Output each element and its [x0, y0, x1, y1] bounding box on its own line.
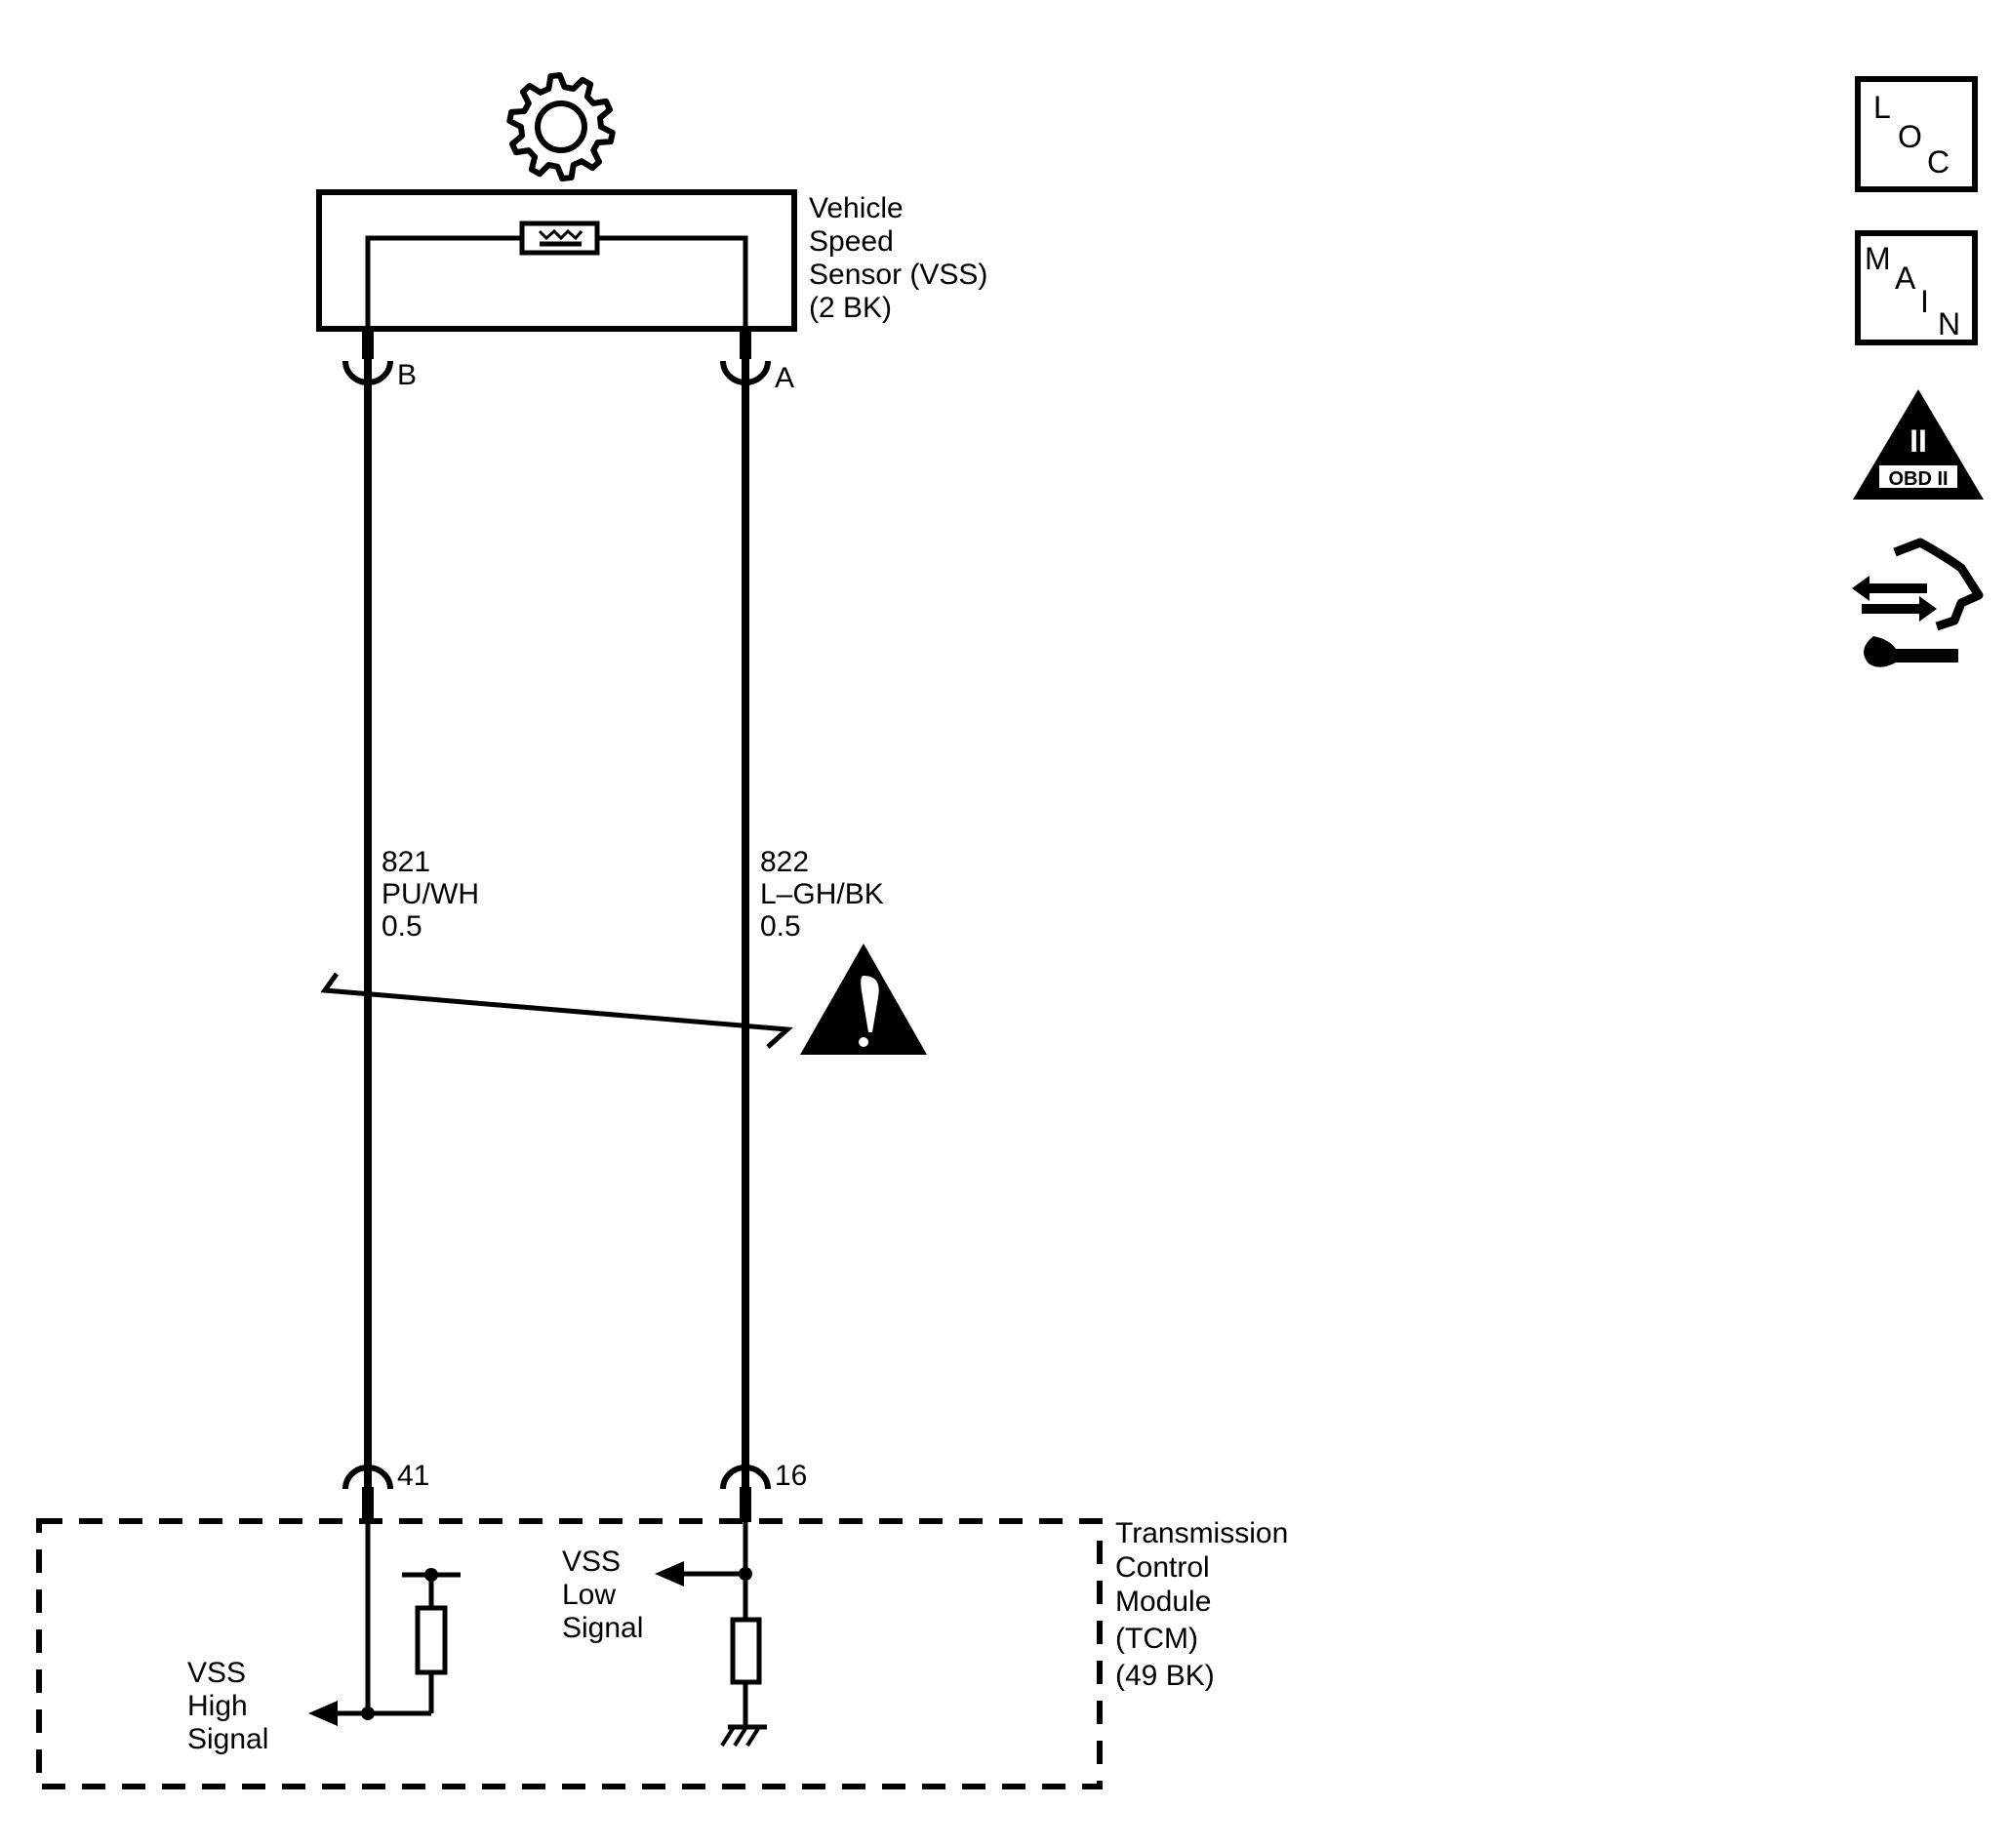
arrow-left-icon: [655, 1561, 684, 1587]
vehicle-speed-sensor: [316, 189, 797, 332]
svg-text:OBD II: OBD II: [1888, 468, 1948, 490]
ground-icon: [720, 1724, 767, 1748]
svg-text:L: L: [1873, 90, 1891, 125]
sensor-name: Vehicle Speed Sensor (VSS) (2 BK): [809, 192, 996, 324]
svg-text:M: M: [1865, 241, 1891, 276]
arrows-and-wrench-icon[interactable]: [1852, 538, 1984, 667]
loc-icon[interactable]: L O C: [1855, 76, 1978, 192]
vss-low-signal-circuit: [655, 1522, 767, 1748]
wire-822-label: 822 L–GH/BK 0.5: [760, 846, 892, 943]
pin-label-41: 41: [397, 1460, 429, 1492]
twisted-pair-indicator: [320, 972, 793, 1049]
pullup-resistor: [415, 1605, 448, 1675]
vss-low-signal-label: VSS Low Signal: [562, 1546, 643, 1644]
pin-label-b: B: [397, 359, 417, 391]
wire-821-label: 821 PU/WH 0.5: [382, 846, 487, 943]
pin-label-a: A: [775, 362, 794, 394]
svg-text:A: A: [1895, 261, 1916, 296]
arrow-left-icon: [308, 1701, 338, 1726]
tcm-name: Transmission Control Module (TCM) (49 BK…: [1115, 1517, 1297, 1692]
svg-text:O: O: [1898, 119, 1922, 154]
main-icon[interactable]: M A I N: [1855, 230, 1978, 345]
connector-41-terminal: [342, 1465, 393, 1490]
svg-text:II: II: [1910, 423, 1927, 459]
obd-ii-icon[interactable]: II OBD II: [1853, 389, 1984, 500]
svg-text:N: N: [1938, 306, 1960, 341]
tcm-module-boundary: [36, 1518, 1103, 1789]
vss-high-signal-label: VSS High Signal: [187, 1657, 268, 1755]
pin-label-16: 16: [775, 1460, 807, 1492]
connector-16-terminal: [720, 1465, 771, 1490]
sensor-element-icon: [519, 221, 600, 256]
gear-icon: [506, 72, 616, 181]
vss-high-signal-circuit: [308, 1522, 461, 1726]
svg-text:C: C: [1927, 144, 1950, 180]
caution-triangle-icon: [800, 944, 927, 1055]
pulldown-resistor: [730, 1617, 762, 1685]
svg-text:I: I: [1920, 284, 1929, 319]
